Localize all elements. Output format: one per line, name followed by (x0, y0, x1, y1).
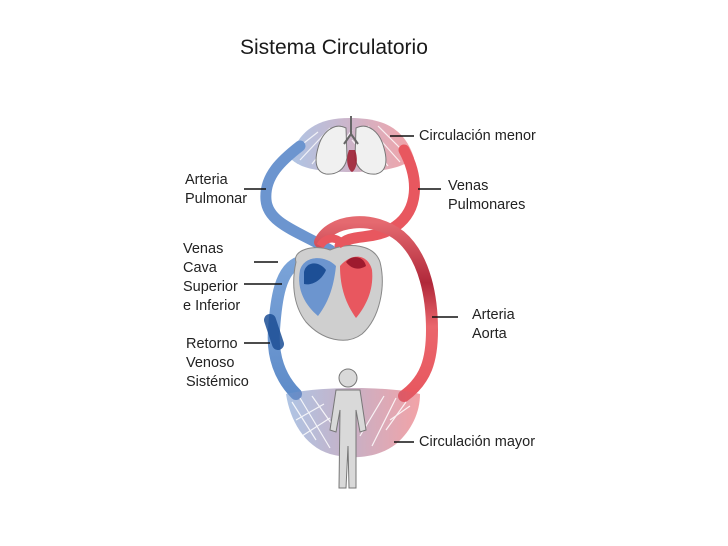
label-arteria-aorta: Arteria Aorta (472, 307, 515, 342)
pulmonary-artery-vessel (260, 140, 336, 256)
label-circulacion-menor: Circulación menor (419, 128, 536, 144)
lungs-icon (315, 116, 387, 175)
leader-lines (244, 135, 458, 443)
label-venas-pulmonares: Venas Pulmonares (448, 178, 526, 213)
label-venas-cava: Venas Cava Superior e Inferior (183, 241, 241, 314)
heart-icon (293, 234, 383, 341)
human-body-icon (329, 368, 367, 489)
pulmonary-veins-vessel (334, 144, 420, 252)
label-arteria-pulmonar: Arteria Pulmonar (185, 172, 248, 207)
aorta-vessel (314, 216, 439, 402)
label-retorno-venoso: Retorno Venoso Sistémico (186, 336, 249, 390)
label-circulacion-mayor: Circulación mayor (419, 434, 536, 450)
diagram-title: Sistema Circulatorio (240, 36, 428, 59)
